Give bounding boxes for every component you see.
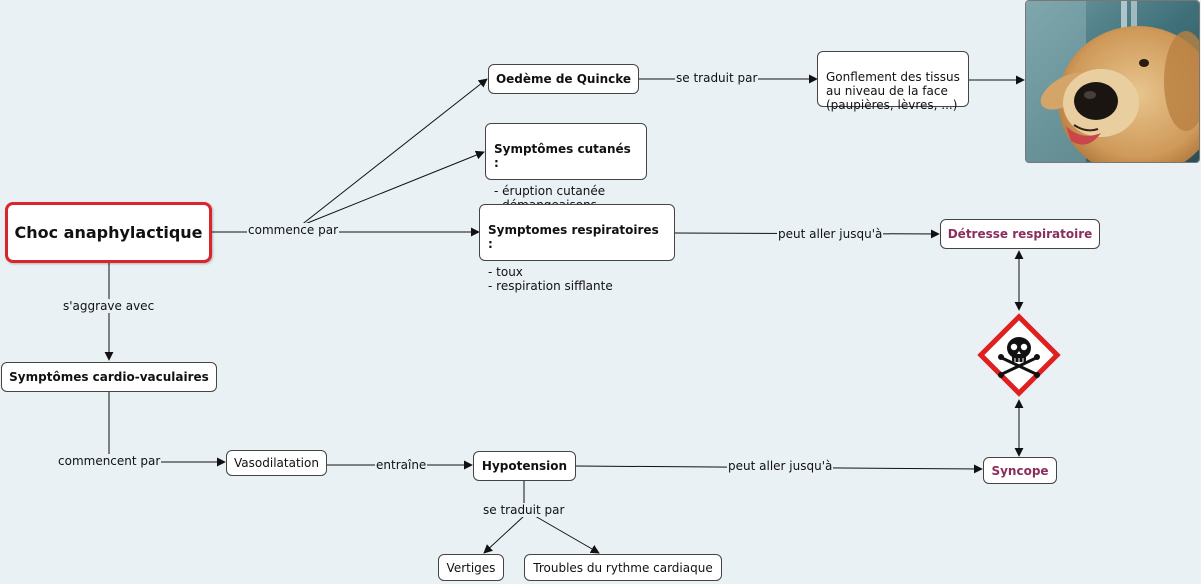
node-symptomes-cutanes[interactable]: Symptômes cutanés : - éruption cutanée -… <box>485 123 647 212</box>
node-respiratoires-title: Symptomes respiratoires : <box>488 223 659 251</box>
node-syncope[interactable]: Syncope <box>983 457 1057 484</box>
node-respiratoires-body: - toux - respiration sifflante <box>488 265 613 293</box>
link-label-se-traduit-par-2: se traduit par <box>482 503 566 517</box>
node-vertiges-label: Vertiges <box>446 560 496 575</box>
node-symptomes-cardio-vasculaires[interactable]: Symptômes cardio-vaculaires <box>1 362 217 392</box>
node-hypotension[interactable]: Hypotension <box>473 451 576 481</box>
node-vertiges[interactable]: Vertiges <box>438 554 504 581</box>
node-detresse-respiratoire[interactable]: Détresse respiratoire <box>940 219 1100 249</box>
link-label-commencent-par: commencent par <box>57 454 162 468</box>
node-choc-label: Choc anaphylactique <box>14 222 203 242</box>
link-label-se-traduit-par: se traduit par <box>675 71 759 85</box>
link-label-commence-par: commence par <box>247 223 340 237</box>
node-detresse-label: Détresse respiratoire <box>947 227 1093 241</box>
dog-with-swollen-face-photo <box>1025 0 1200 163</box>
node-oedeme-label: Oedème de Quincke <box>495 72 632 86</box>
toxic-skull-crossbones-icon <box>976 312 1062 398</box>
link-label-entraine: entraîne <box>375 458 428 472</box>
node-troubles-rythme-cardiaque[interactable]: Troubles du rythme cardiaque <box>524 554 722 581</box>
link-label-s-aggrave-avec: s'aggrave avec <box>62 299 156 313</box>
node-choc-anaphylactique[interactable]: Choc anaphylactique <box>5 202 212 263</box>
node-oedeme-de-quincke[interactable]: Oedème de Quincke <box>488 64 639 94</box>
link-label-peut-aller-jusqua-2: peut aller jusqu'à <box>727 459 834 473</box>
node-gonflement[interactable]: Gonflement des tissus au niveau de la fa… <box>817 51 969 112</box>
node-symptomes-respiratoires[interactable]: Symptomes respiratoires : - toux - respi… <box>479 204 675 293</box>
node-troubles-label: Troubles du rythme cardiaque <box>533 560 713 575</box>
node-syncope-label: Syncope <box>991 463 1049 478</box>
node-vasodilatation-label: Vasodilatation <box>234 456 319 470</box>
node-cutanes-title: Symptômes cutanés : <box>494 142 631 170</box>
node-hypotension-label: Hypotension <box>481 459 568 473</box>
node-vasodilatation[interactable]: Vasodilatation <box>226 450 327 476</box>
node-cardio-label: Symptômes cardio-vaculaires <box>9 370 209 384</box>
node-gonflement-label: Gonflement des tissus au niveau de la fa… <box>826 70 960 112</box>
link-label-peut-aller-jusqua: peut aller jusqu'à <box>777 227 884 241</box>
